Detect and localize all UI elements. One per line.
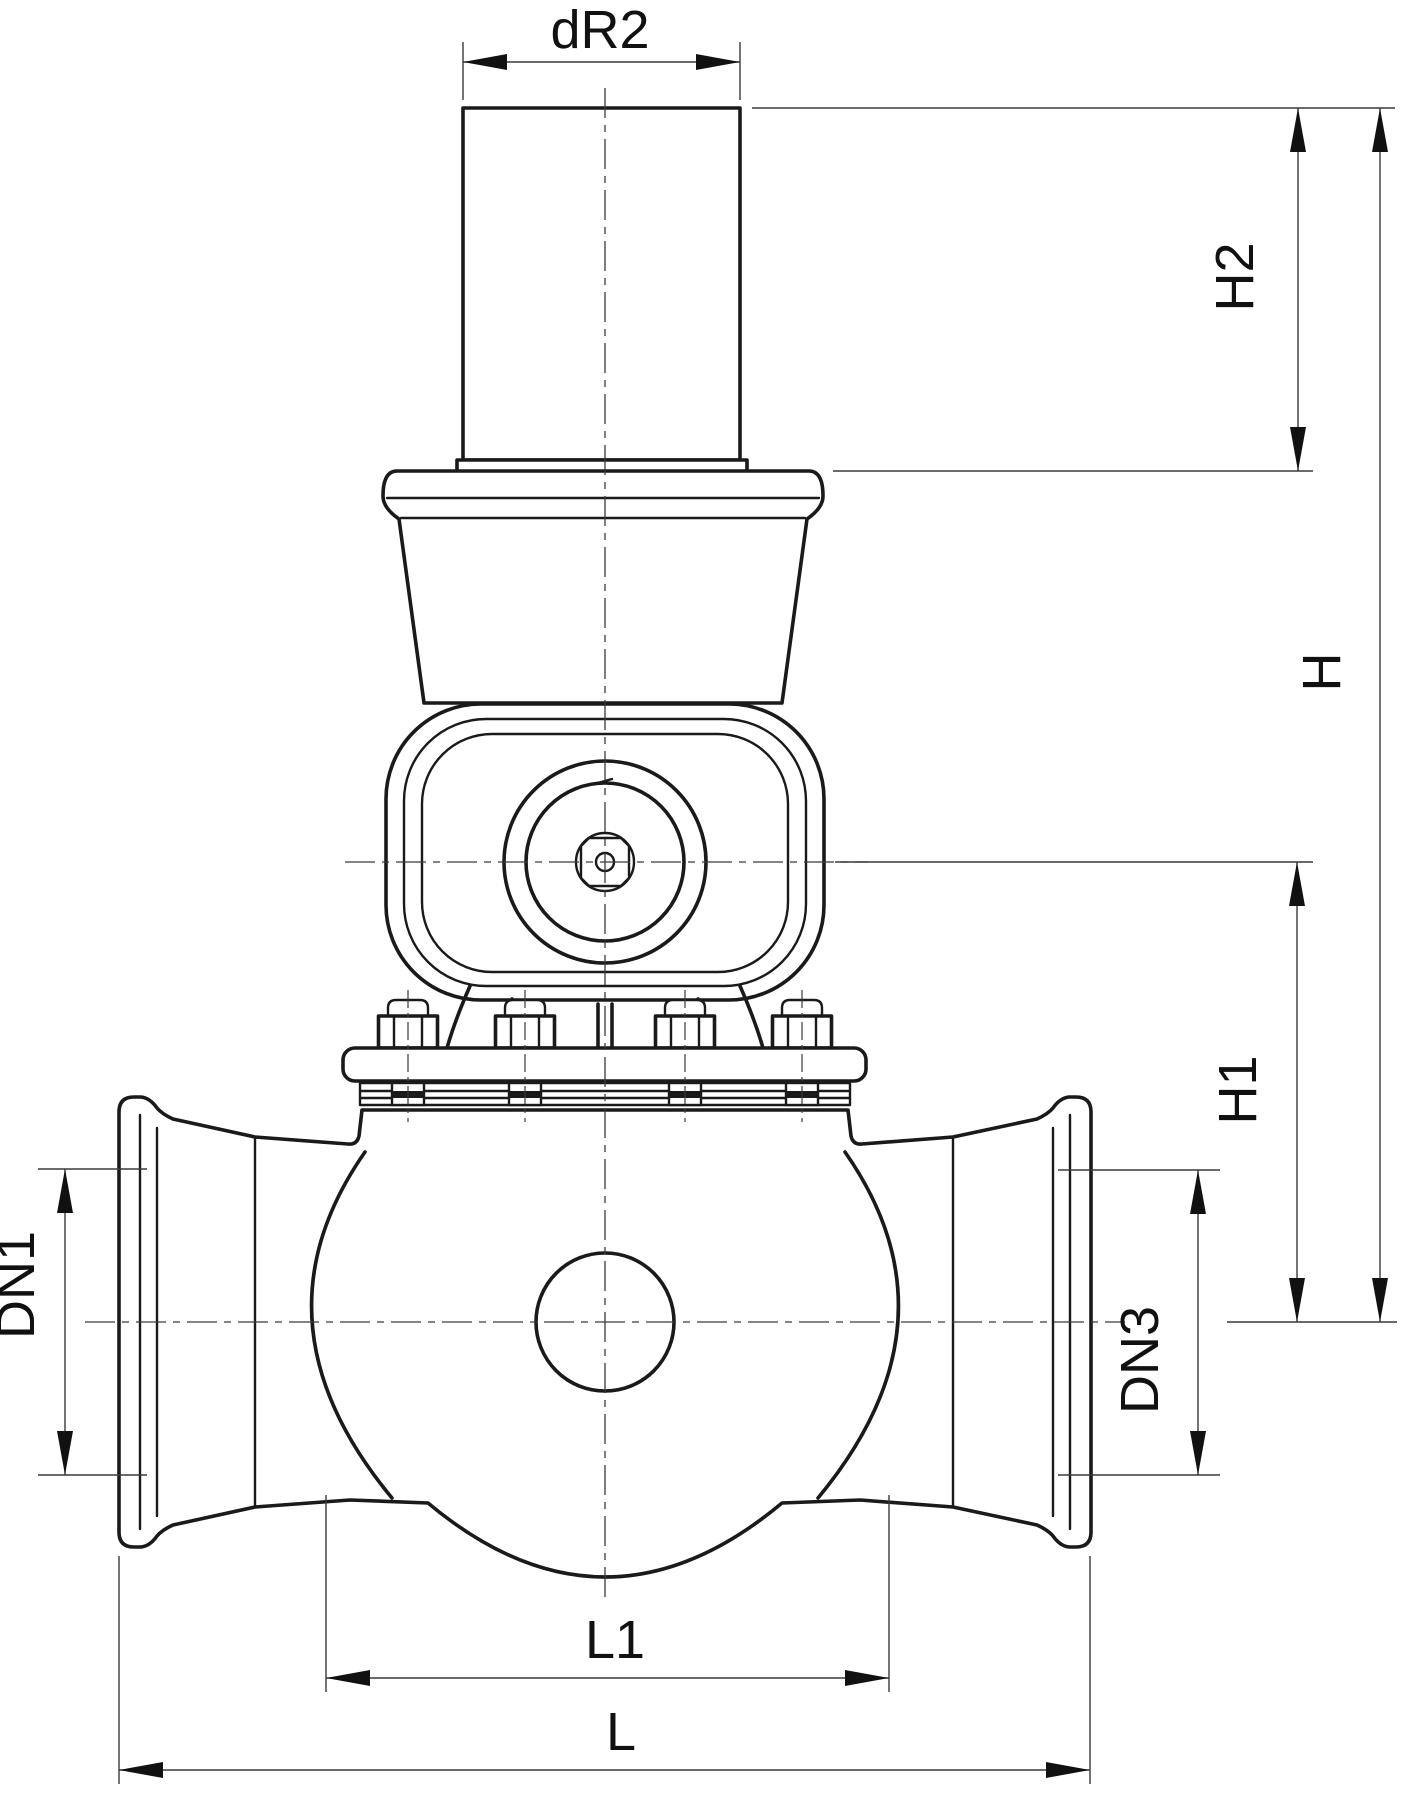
bonnet-seam-lines xyxy=(385,496,821,520)
dome-left-arc xyxy=(309,1150,394,1500)
dim-h2: H2 xyxy=(752,107,1395,472)
dim-l1: L1 xyxy=(325,1495,890,1692)
dim-label-h: H xyxy=(1292,653,1352,692)
top-spigot xyxy=(455,106,749,474)
dim-dn1: DN1 xyxy=(0,1168,147,1476)
h-arrow-bottom xyxy=(1372,1278,1388,1322)
h1-arrow-bottom xyxy=(1289,1278,1305,1322)
dn1-arrow-bottom xyxy=(57,1431,73,1475)
l-arrow-left xyxy=(119,1762,163,1778)
dim-label-l1: L1 xyxy=(585,1610,645,1670)
spigot-pipe xyxy=(461,106,742,462)
centerlines xyxy=(85,88,1125,1603)
dim-label-l: L xyxy=(606,1702,636,1762)
dim-dn3: DN3 xyxy=(1058,1169,1220,1476)
dr2-arrow-left xyxy=(463,54,507,70)
bolt-nut-facets xyxy=(509,1014,541,1050)
dim-label-dr2: dR2 xyxy=(550,0,649,60)
h-arrow-top xyxy=(1372,108,1388,152)
h2-arrow-top xyxy=(1290,108,1306,152)
dr2-arrow-right xyxy=(696,54,740,70)
dim-h1: H1 xyxy=(835,861,1313,1322)
dn1-arrow-top xyxy=(57,1169,73,1213)
h1-arrow-top xyxy=(1289,862,1305,906)
l1-arrow-left xyxy=(326,1670,370,1686)
dim-label-h1: H1 xyxy=(1208,1055,1268,1124)
bolt-nut-facets xyxy=(786,1014,818,1050)
bolt-centerlines xyxy=(407,990,803,1122)
dim-h: H xyxy=(1227,108,1397,1323)
ring-notch xyxy=(592,777,614,786)
l1-arrow-right xyxy=(845,1670,889,1686)
operating-nut xyxy=(579,836,631,888)
dim-label-h2: H2 xyxy=(1205,242,1265,311)
bonnet-outline xyxy=(381,469,825,705)
dim-label-dn3: DN3 xyxy=(1110,1306,1170,1414)
dim-label-dn1: DN1 xyxy=(0,1231,46,1339)
dn3-arrow-bottom xyxy=(1190,1431,1206,1475)
dome-right-arc xyxy=(816,1150,901,1500)
dim-dr2: dR2 xyxy=(462,0,741,100)
dn3-arrow-top xyxy=(1190,1170,1206,1214)
bolt-nut-facets xyxy=(669,1014,701,1050)
h2-arrow-bottom xyxy=(1290,427,1306,471)
bonnet xyxy=(381,469,825,705)
l-arrow-right xyxy=(1046,1762,1090,1778)
dim-l: L xyxy=(118,1556,1091,1784)
stem-lines xyxy=(596,1002,614,1050)
bolt-nut-facets xyxy=(392,1014,424,1050)
